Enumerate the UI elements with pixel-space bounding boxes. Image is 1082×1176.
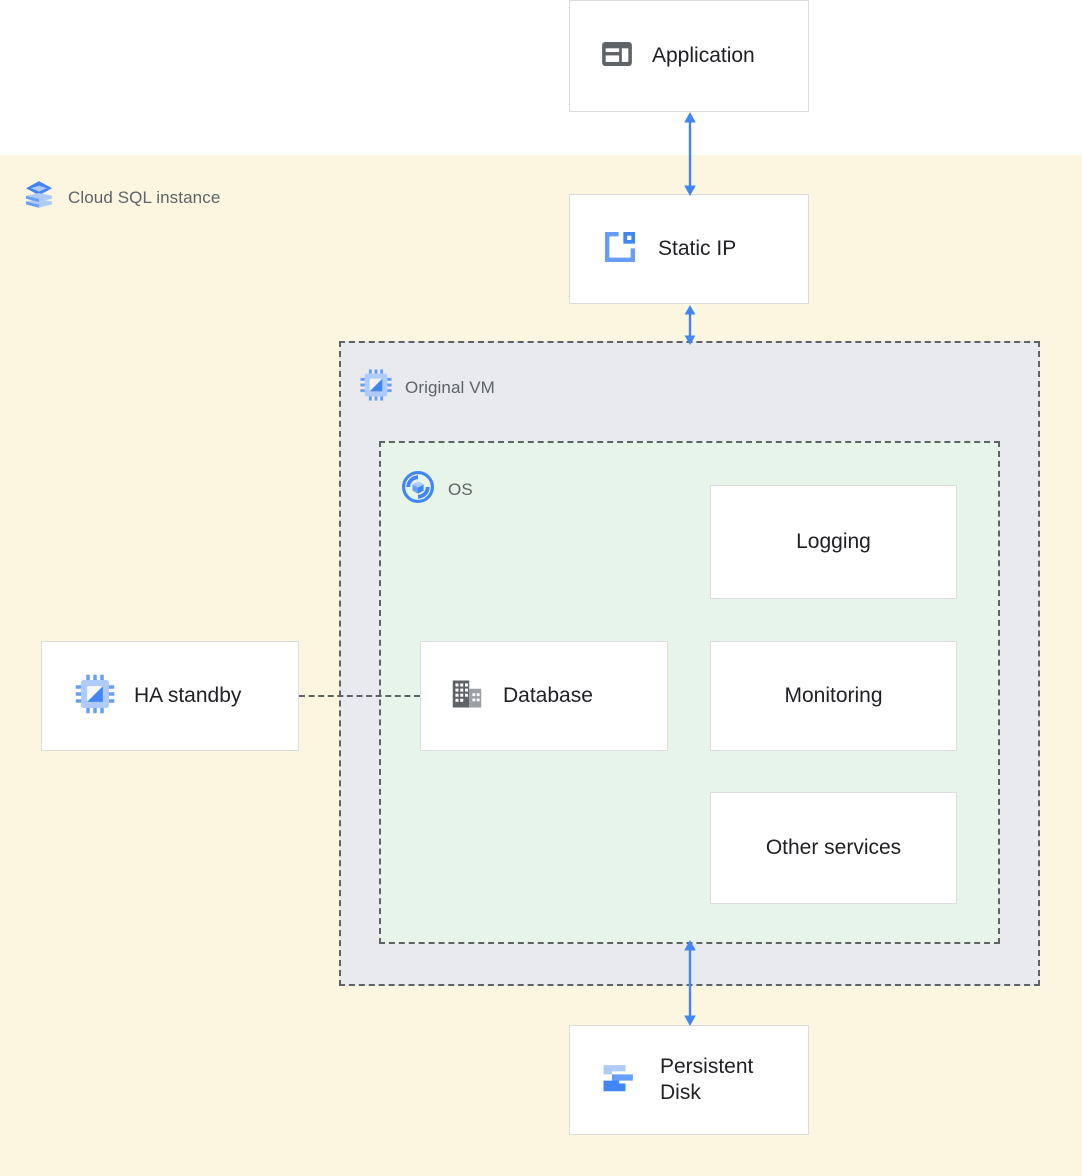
node-other-services-label: Other services — [765, 835, 902, 859]
connector-application-static-ip — [684, 112, 696, 196]
compute-engine-icon — [359, 368, 393, 407]
os-header: OS — [400, 469, 473, 510]
connector-ha-standby-database — [299, 695, 420, 697]
connector-static-ip-vm — [684, 305, 696, 345]
node-persistent-disk[interactable]: Persistent Disk — [569, 1025, 809, 1135]
os-icon — [400, 469, 436, 510]
node-static-ip[interactable]: Static IP — [569, 194, 809, 304]
cloud-sql-icon — [22, 178, 56, 217]
application-window-icon — [600, 37, 634, 76]
compute-engine-icon — [74, 673, 116, 720]
database-building-icon — [449, 676, 485, 717]
node-database[interactable]: Database — [420, 641, 668, 751]
node-monitoring[interactable]: Monitoring — [710, 641, 957, 751]
connector-os-persistent-disk — [684, 940, 696, 1026]
node-ha-standby-label: HA standby — [134, 683, 242, 707]
persistent-disk-icon — [598, 1056, 642, 1105]
node-ha-standby[interactable]: HA standby — [41, 641, 299, 751]
node-monitoring-label: Monitoring — [784, 683, 883, 707]
static-ip-icon — [600, 227, 640, 272]
os-label: OS — [448, 479, 473, 499]
node-database-label: Database — [503, 683, 593, 707]
cloud-sql-instance-header: Cloud SQL instance — [22, 178, 220, 217]
node-logging-label: Logging — [796, 529, 871, 553]
node-other-services[interactable]: Other services — [710, 792, 957, 904]
node-logging[interactable]: Logging — [710, 485, 957, 599]
cloud-sql-instance-label: Cloud SQL instance — [68, 187, 221, 207]
node-static-ip-label: Static IP — [658, 236, 737, 260]
original-vm-label: Original VM — [405, 377, 495, 397]
node-application-label: Application — [652, 43, 755, 67]
node-persistent-disk-label: Persistent Disk — [660, 1054, 754, 1104]
node-application[interactable]: Application — [569, 0, 809, 112]
original-vm-header: Original VM — [359, 368, 495, 407]
